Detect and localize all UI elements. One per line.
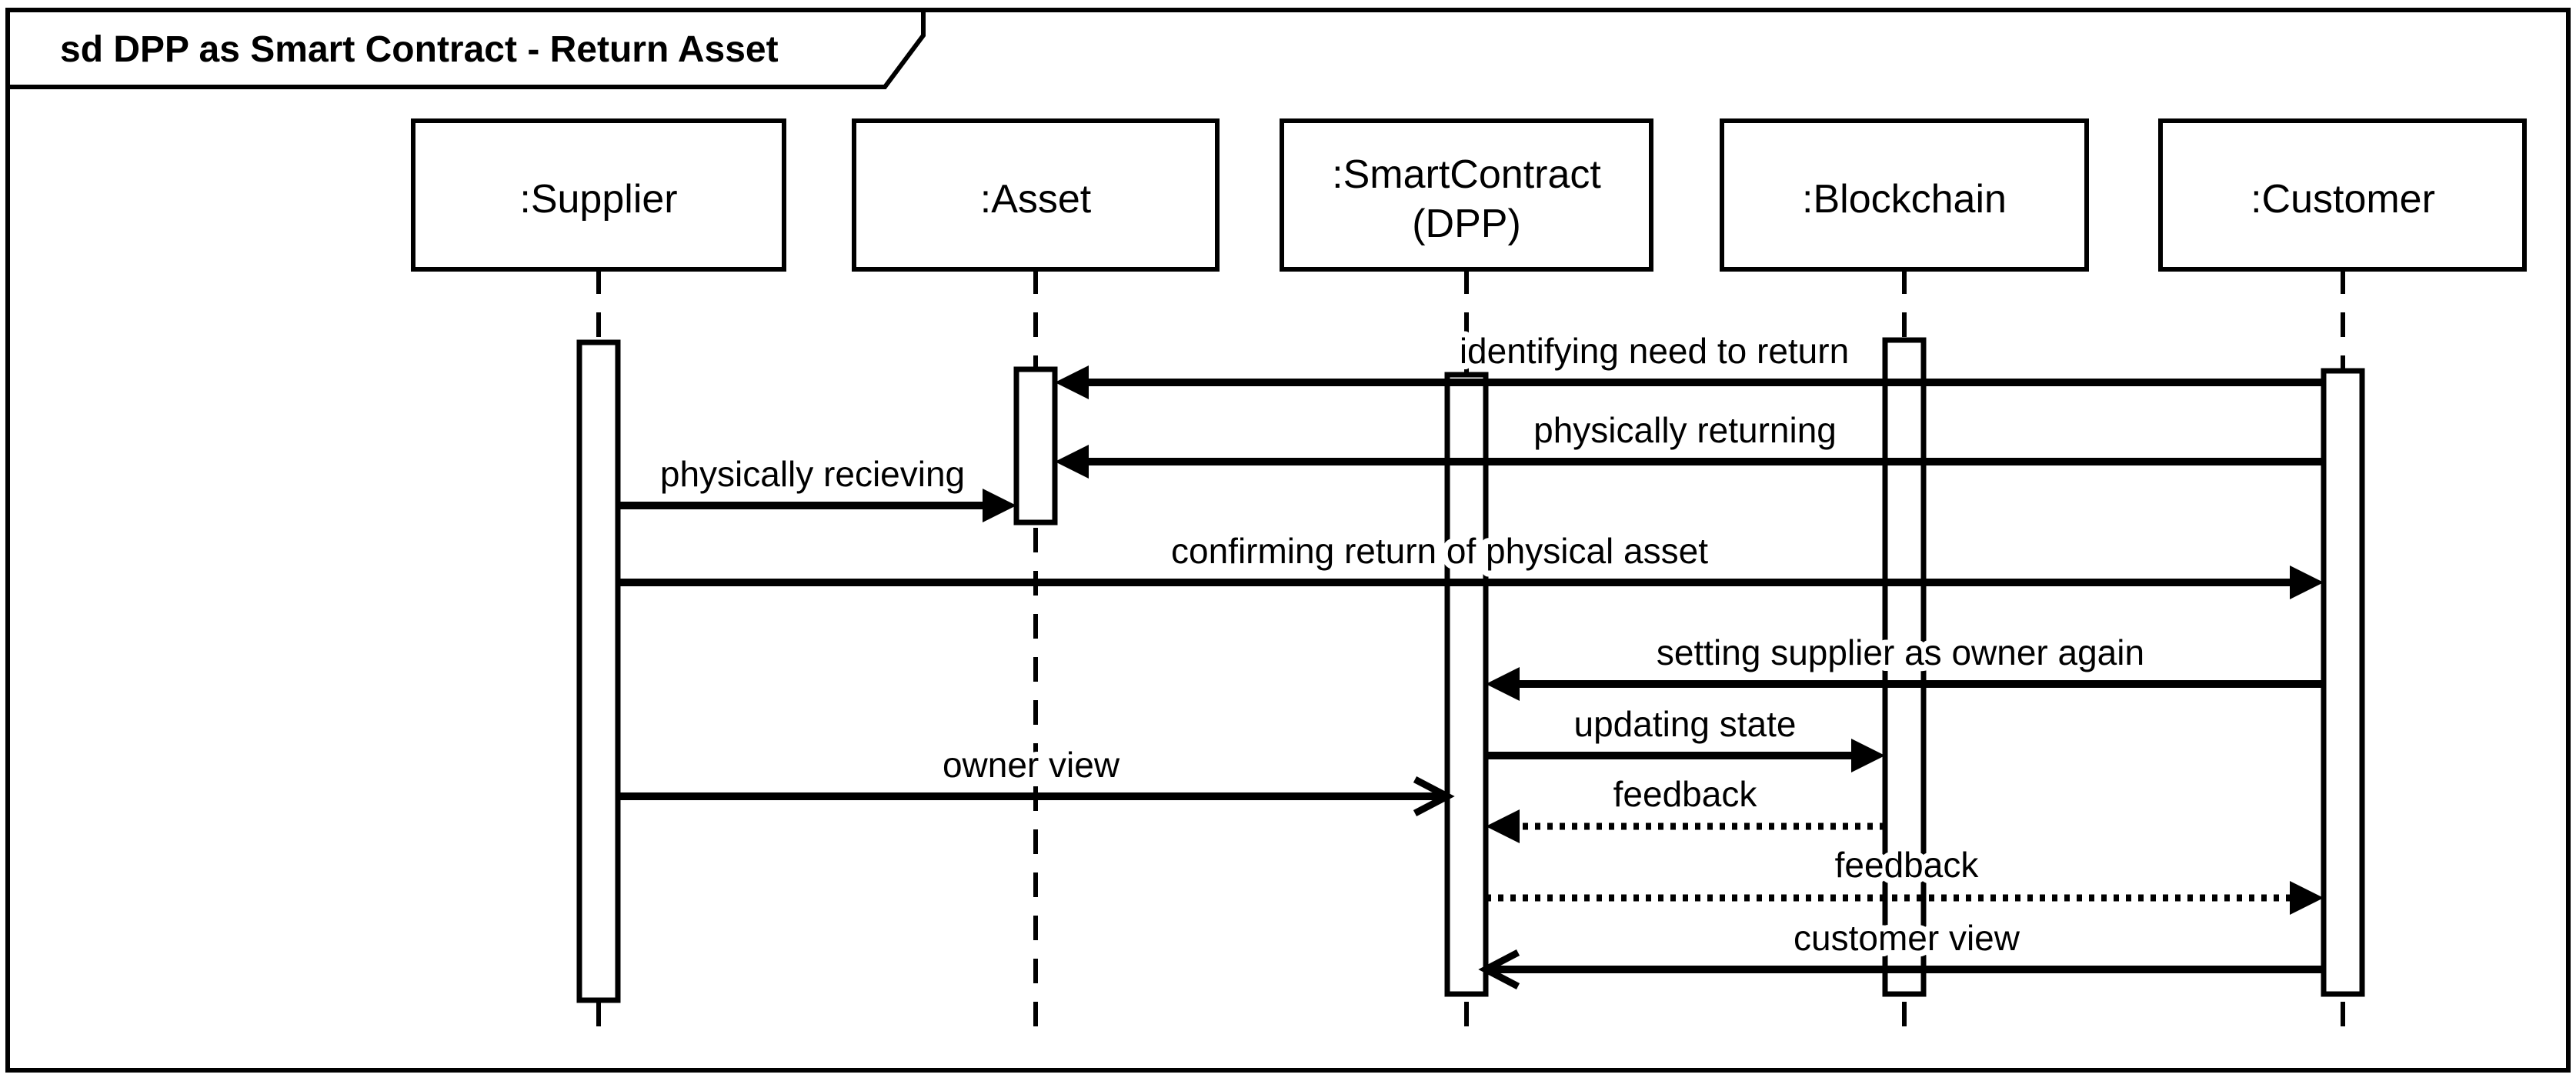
arrowhead-left-icon	[1055, 445, 1089, 479]
message-label: updating state	[1573, 704, 1796, 744]
message-confirming-return: confirming return of physical asset	[618, 525, 2324, 599]
arrowhead-right-icon	[2290, 566, 2324, 599]
frame-tab-shape	[5, 8, 926, 89]
arrowhead-right-icon	[1851, 739, 1885, 772]
frame-label: sd DPP as Smart Contract - Return Asset	[60, 29, 779, 70]
message-feedback-customer: feedback	[1486, 839, 2324, 915]
lifeline-label: :Supplier	[519, 177, 677, 222]
arrowhead-right-icon	[983, 489, 1016, 522]
lifeline-label: :Asset	[980, 177, 1092, 222]
lifeline-head-box	[2158, 118, 2527, 272]
lifeline-head-box	[1720, 118, 2089, 272]
message-physically-returning: physically returning	[1055, 404, 2324, 479]
lifeline-head-asset: :Asset	[852, 118, 1220, 272]
arrowhead-right-icon	[2290, 881, 2324, 915]
lifeline-head-customer: :Customer	[2158, 118, 2527, 272]
message-label: setting supplier as owner again	[1657, 632, 2144, 672]
lifeline-head-supplier: :Supplier	[411, 118, 786, 272]
message-label: owner view	[943, 745, 1120, 785]
message-updating-state: updating state	[1486, 698, 1885, 772]
arrowhead-left-icon	[1486, 667, 1520, 701]
message-label: feedback	[1613, 774, 1758, 814]
message-owner-view: owner view	[618, 739, 1455, 816]
message-feedback-blockchain: feedback	[1486, 768, 1885, 843]
message-label: physically returning	[1533, 410, 1837, 450]
activation-asset	[1013, 366, 1058, 525]
lifeline-label: :SmartContract	[1332, 152, 1601, 197]
activation-blockchain	[1882, 337, 1927, 997]
arrowhead-left-icon	[1486, 809, 1520, 843]
arrowhead-open-left-icon	[1478, 949, 1520, 989]
frame-label-tab: sd DPP as Smart Contract - Return Asset	[5, 8, 926, 89]
message-identifying-need-to-return: identifying need to return	[1055, 325, 2324, 399]
lifeline-head-box	[411, 118, 786, 272]
message-physically-recieving: physically recieving	[618, 448, 1016, 522]
lifeline-label: :Blockchain	[1802, 177, 2007, 222]
lifeline-head-blockchain: :Blockchain	[1720, 118, 2089, 272]
diagram-frame	[5, 8, 2571, 1073]
lifeline-head-box	[1280, 118, 1653, 272]
message-label: feedback	[1835, 845, 1980, 885]
lifeline-head-box	[852, 118, 1220, 272]
lifeline-head-smartcontract: :SmartContract (DPP)	[1280, 118, 1653, 272]
message-label: identifying need to return	[1460, 331, 1849, 371]
lifeline-sublabel: (DPP)	[1412, 202, 1521, 246]
activation-customer	[2321, 368, 2365, 997]
message-customer-view: customer view	[1478, 912, 2324, 989]
message-label: confirming return of physical asset	[1171, 531, 1708, 571]
arrowhead-left-icon	[1055, 365, 1089, 399]
message-label: customer view	[1794, 918, 2020, 958]
lifeline-label: :Customer	[2251, 177, 2435, 222]
message-setting-supplier-owner: setting supplier as owner again	[1486, 626, 2324, 701]
activation-supplier	[576, 339, 621, 1003]
message-label: physically recieving	[660, 454, 965, 494]
activation-smartcontract	[1444, 372, 1489, 997]
arrowhead-open-right-icon	[1413, 776, 1455, 816]
